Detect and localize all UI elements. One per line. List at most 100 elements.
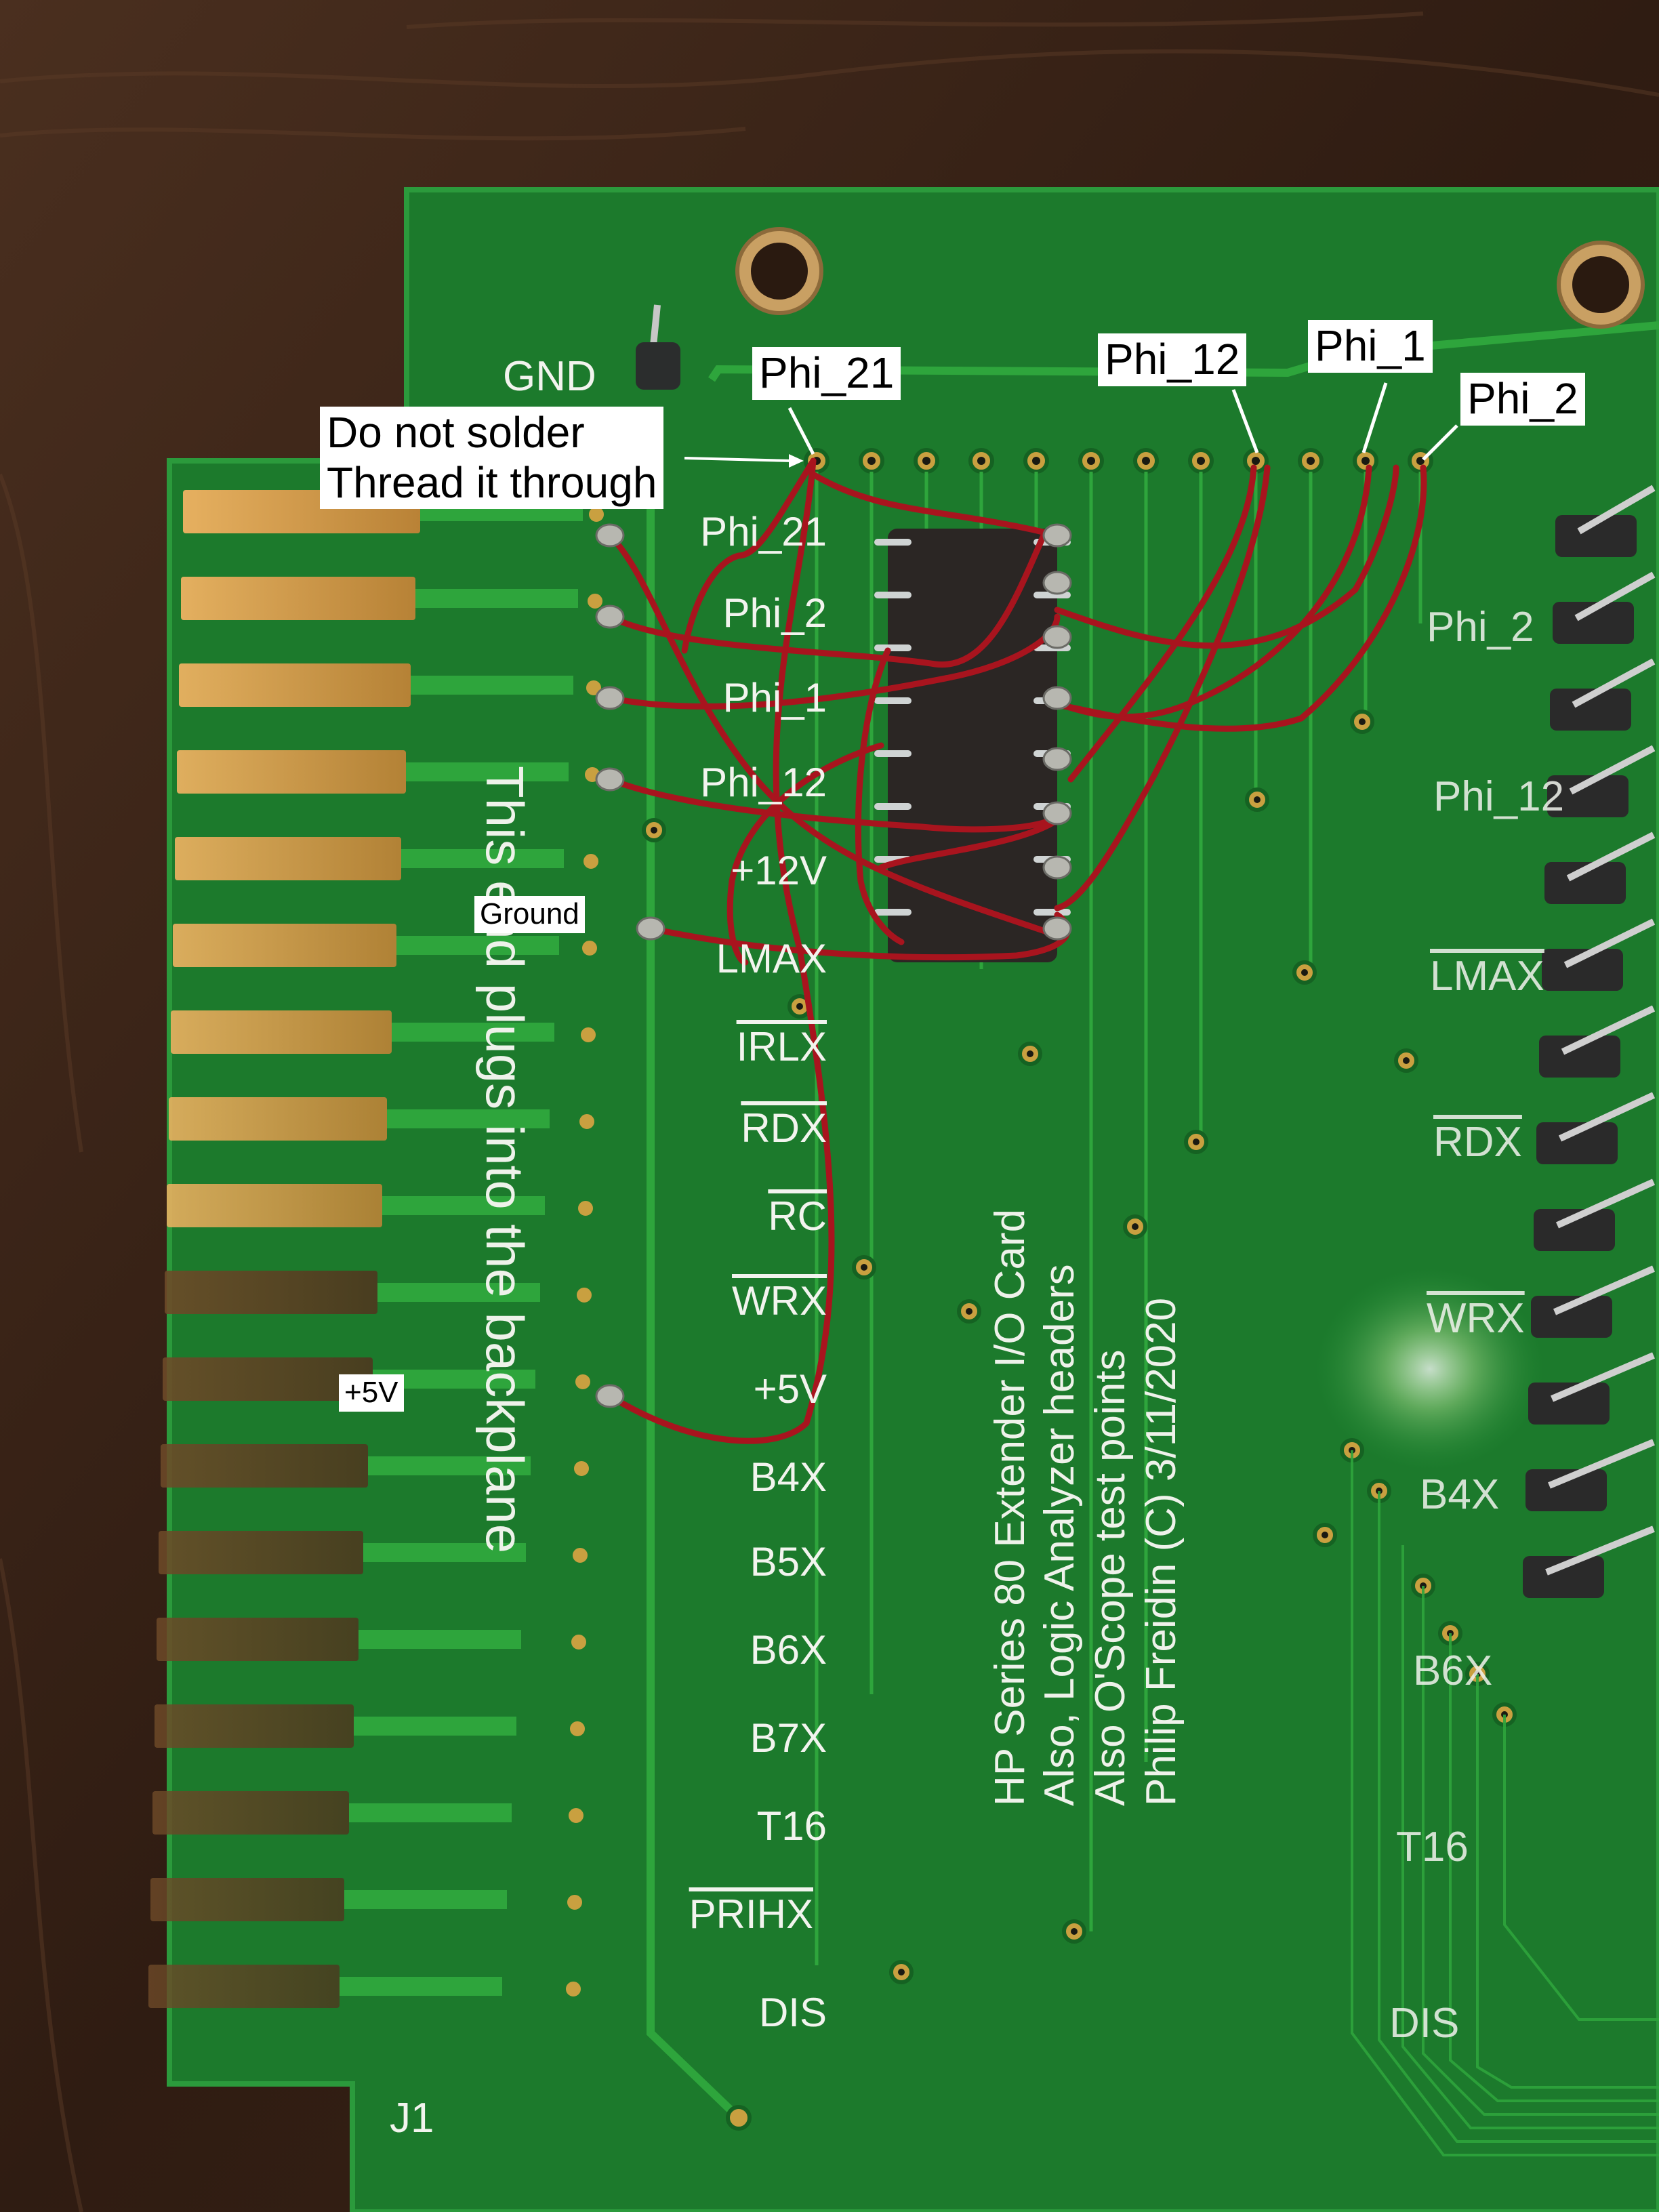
silk-backplane-note: This end plugs into the backplane	[475, 766, 535, 1554]
finger-trace	[354, 1717, 516, 1736]
finger-trace	[392, 1023, 554, 1042]
finger-via	[579, 938, 600, 958]
silk-right-signal-label: T16	[1396, 1824, 1469, 1870]
header-body	[1523, 1556, 1604, 1598]
edge-finger	[181, 577, 415, 620]
header-body	[1555, 515, 1637, 557]
silk-right-signal-label: B4X	[1420, 1471, 1500, 1518]
test-point-hole	[1071, 1928, 1078, 1935]
dip-ic-chip	[874, 529, 1071, 962]
silk-gnd-label: GND	[503, 353, 596, 400]
finger-trace	[377, 1283, 540, 1302]
header-body	[1525, 1469, 1607, 1511]
callout-pointers	[787, 382, 1458, 461]
solder-joints	[595, 523, 1072, 1408]
test-point-hole	[1027, 1050, 1033, 1057]
silk-right-signal-label: B6X	[1413, 1647, 1493, 1694]
callout-phi-12: Phi_12	[1098, 333, 1247, 386]
callout-phi-1: Phi_1	[1308, 320, 1433, 373]
finger-via	[565, 1892, 585, 1912]
header-body	[1536, 1122, 1618, 1164]
test-point-hole	[1403, 1057, 1410, 1064]
finger-trace	[363, 1543, 526, 1562]
callout-ground: Ground	[474, 896, 585, 933]
finger-trace	[401, 849, 564, 868]
finger-trace	[382, 1196, 545, 1215]
finger-trace	[368, 1456, 531, 1475]
solder-blob	[636, 916, 665, 941]
callout-phi-21: Phi_21	[752, 347, 901, 400]
silk-left-signal-label: Phi_1	[722, 675, 827, 720]
silk-left-signal-label: B7X	[750, 1715, 827, 1761]
silk-left-signal-label: +5V	[753, 1366, 827, 1412]
finger-via	[577, 1111, 597, 1132]
callout-do-not-solder: Do not solder Thread it through	[320, 407, 664, 510]
right-fanout-traces	[1351, 1450, 1659, 2156]
finger-trace	[411, 676, 573, 695]
header-pin	[1548, 1439, 1655, 1489]
solder-blob	[595, 767, 625, 792]
silk-left-signal-label: PRIHX	[689, 1891, 813, 1937]
top-via-hole	[1307, 457, 1315, 465]
edge-finger	[169, 1097, 387, 1141]
finger-via	[575, 1198, 596, 1218]
test-point	[726, 2105, 752, 2131]
header-pin	[1545, 1525, 1655, 1576]
edge-finger	[179, 663, 411, 707]
mounting-hole-right	[1557, 241, 1645, 329]
finger-trace	[387, 1109, 550, 1128]
silk-right-signal-label: DIS	[1389, 2000, 1460, 2047]
edge-finger	[163, 1357, 373, 1401]
header-body	[1544, 862, 1626, 904]
silk-left-signal-label: B5X	[750, 1539, 827, 1584]
silk-left-signal-label: LMAX	[716, 936, 827, 981]
finger-trace	[359, 1630, 521, 1649]
finger-via	[567, 1719, 588, 1739]
silk-left-signal-label: B4X	[750, 1454, 827, 1500]
header-body	[1542, 949, 1623, 991]
silk-left-signal-label: DIS	[758, 1990, 827, 2035]
silk-author-line: Philip Freidin (C) 3/11/2020	[1138, 1297, 1185, 1806]
solder-blob	[595, 605, 625, 629]
test-point-hole	[651, 827, 657, 834]
header-pin	[1551, 1352, 1655, 1402]
header-pin	[1555, 1179, 1656, 1229]
finger-via	[569, 1632, 589, 1652]
test-point-hole	[898, 1969, 905, 1975]
header-pin	[1569, 745, 1656, 795]
silk-left-signal-label: RDX	[741, 1105, 827, 1151]
edge-connector-fingers	[148, 490, 607, 2008]
test-point-hole	[796, 1003, 803, 1010]
header-body	[1534, 1209, 1615, 1251]
header-body	[1550, 689, 1631, 731]
test-point-hole	[1132, 1223, 1139, 1230]
silk-left-signal-label: WRX	[732, 1278, 827, 1324]
silk-j1-ref: J1	[390, 2095, 434, 2142]
silk-left-signal-label: Phi_12	[700, 760, 827, 805]
edge-finger	[152, 1791, 349, 1835]
finger-via	[571, 1458, 592, 1479]
top-via-hole	[867, 457, 876, 465]
callout-do-not-solder-line2: Thread it through	[327, 457, 657, 507]
finger-via	[563, 1979, 583, 1999]
edge-finger	[177, 750, 406, 794]
solder-blob	[595, 1384, 625, 1408]
silk-card-title: HP Series 80 Extender I/O Card	[987, 1208, 1033, 1806]
silk-left-signal-label: +12V	[731, 848, 827, 893]
top-via-hole	[1142, 457, 1150, 465]
test-point-hole	[1359, 718, 1366, 725]
top-via-hole	[922, 457, 930, 465]
solder-blob	[1042, 625, 1072, 649]
flash-glare	[1315, 1267, 1545, 1471]
callout-arrow	[684, 454, 804, 468]
header-body	[1528, 1382, 1610, 1425]
test-point-hole	[861, 1264, 867, 1271]
solder-blob	[595, 523, 625, 548]
finger-trace	[349, 1803, 512, 1822]
silk-left-signal-label: IRLX	[736, 1024, 827, 1069]
header-body	[1553, 602, 1634, 644]
test-point-hole	[966, 1308, 972, 1315]
silk-left-signal-label: Phi_21	[700, 509, 827, 554]
edge-finger	[159, 1531, 363, 1574]
finger-via	[585, 591, 605, 611]
